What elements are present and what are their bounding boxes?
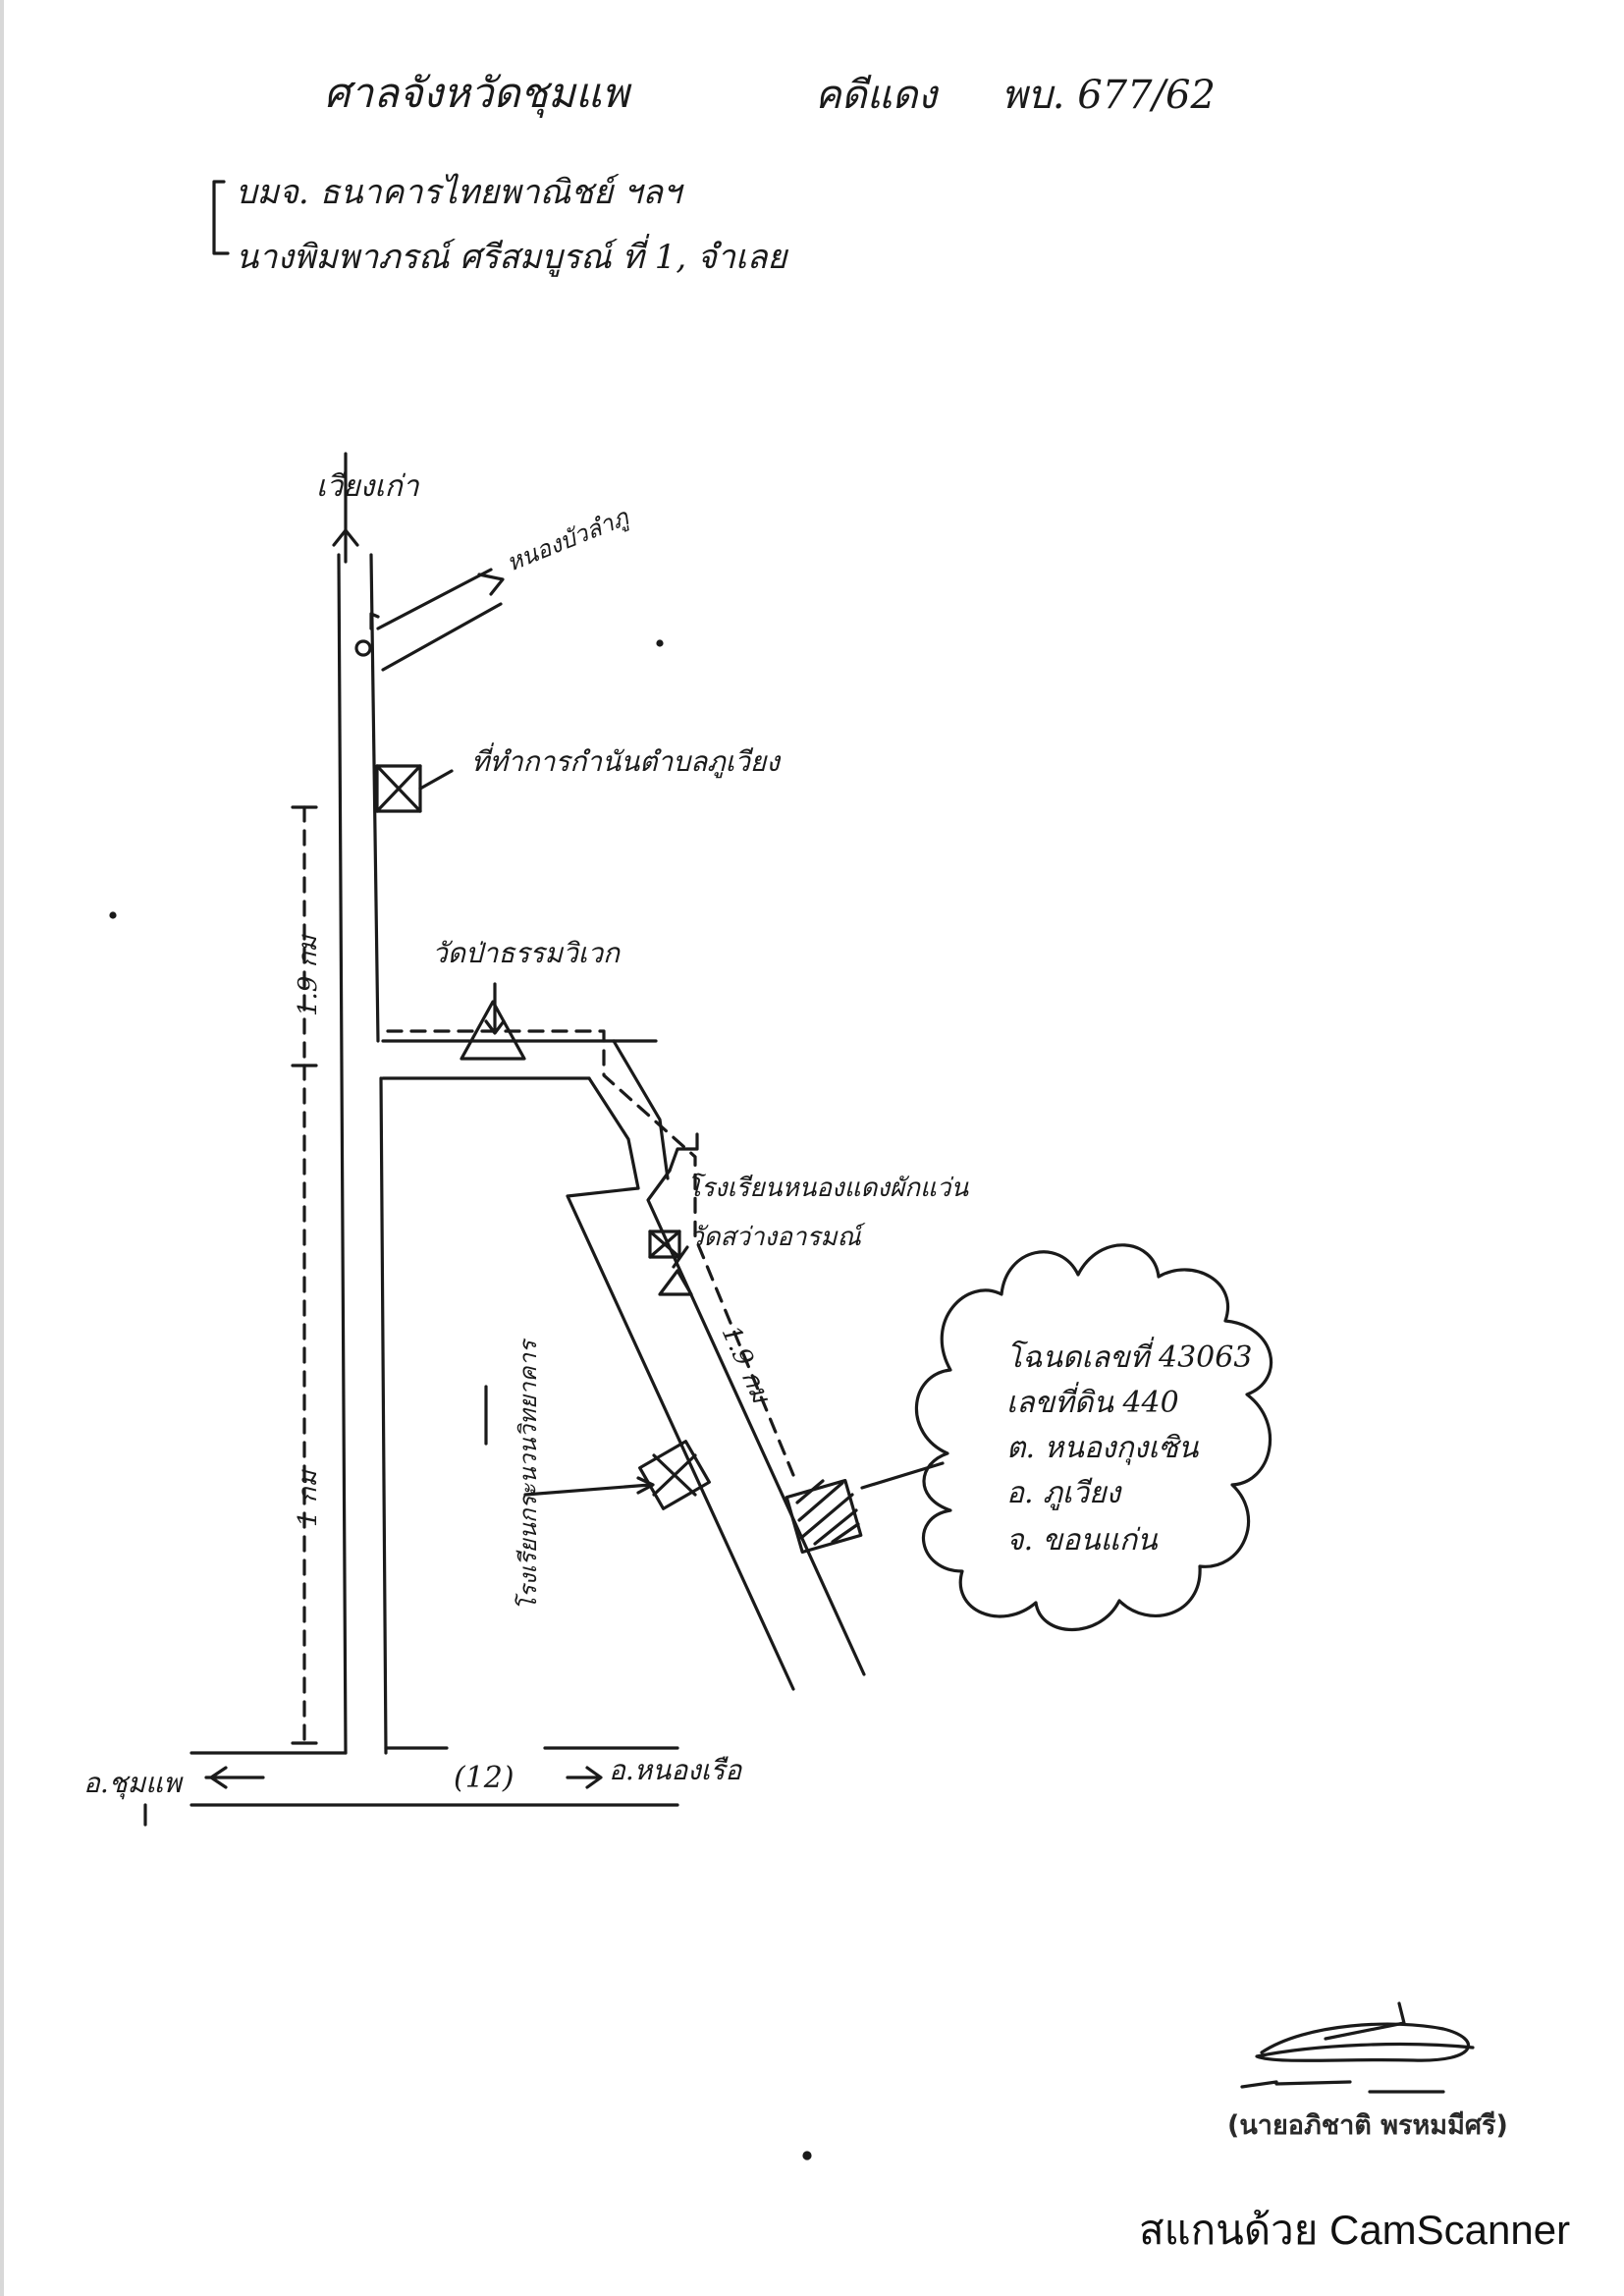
parcel-province: จ. ขอนแก่น: [1006, 1523, 1159, 1558]
temple-label: วัดป่าธรรมวิเวก: [432, 937, 622, 969]
road-number-label: (12): [454, 1761, 514, 1795]
branch-label: หนองบัวลำภู: [503, 503, 634, 578]
temple2-label: วัดสว่างอารมณ์: [689, 1223, 866, 1252]
distance-lower-label: 1 กม: [294, 1468, 323, 1527]
office-label: ที่ทำการกำนันตำบลภูเวียง: [471, 742, 782, 779]
parcel-district: อ. ภูเวียง: [1006, 1476, 1123, 1510]
scan-edge-shadow: [0, 0, 4, 2296]
left-destination-label: อ.ชุมแพ: [83, 1767, 184, 1800]
vertical-school-label: โรงเรียนกระนวนวิทยาคาร: [514, 1338, 542, 1611]
header-plaintiff: บมจ. ธนาคารไทยพาณิชย์ ฯลฯ: [236, 173, 682, 212]
parcel-deed: โฉนดเลขที่ 43063: [1006, 1337, 1252, 1375]
distance-upper-label: 1.9 กม: [294, 934, 323, 1016]
header-court: ศาลจังหวัดชุมแพ: [324, 69, 629, 117]
right-destination-label: อ.หนองเรือ: [609, 1754, 742, 1786]
parcel-land-number: เลขที่ดิน 440: [1006, 1382, 1179, 1420]
header-case-number: พบ. 677/62: [1001, 73, 1216, 118]
header-defendant: นางพิมพาภรณ์ ศรีสมบูรณ์ ที่ 1, จำเลย: [236, 238, 787, 277]
camscanner-watermark: สแกนด้วย CamScanner: [1139, 2207, 1571, 2253]
signer-name: (นายอภิชาติ พรหมมีศรี): [1227, 2110, 1508, 2141]
parcel-subdistrict: ต. หนองกุงเซิน: [1006, 1431, 1200, 1465]
north-label: เวียงเก่า: [316, 469, 420, 504]
header-case-type: คดีแดง: [815, 73, 938, 118]
school-label: โรงเรียนหนองแดงผักแว่น: [687, 1173, 969, 1203]
